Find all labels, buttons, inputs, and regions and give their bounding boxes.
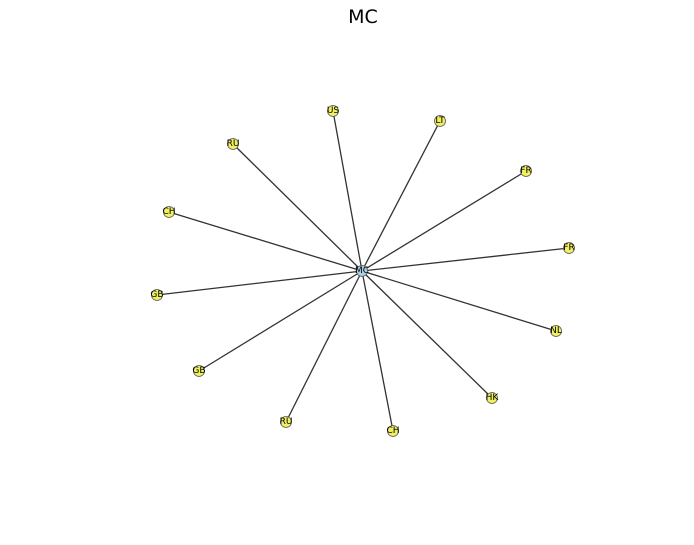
edge-mc-nl-4	[361, 270, 557, 332]
edges-layer	[156, 110, 570, 432]
node-us-0: US	[327, 105, 340, 117]
edge-mc-ch-10	[168, 211, 363, 272]
node-nl-4-label: NL	[550, 326, 562, 336]
edge-mc-fr-3	[361, 247, 570, 272]
node-ch-10-label: CH	[162, 207, 175, 217]
node-ru-7: RU	[280, 416, 293, 428]
node-center-mc-label: MC	[355, 266, 369, 276]
node-us-0-label: US	[327, 106, 340, 116]
node-ch-6-label: CH	[386, 426, 399, 436]
edge-mc-ru-7	[285, 270, 363, 423]
node-fr-2-label: FR	[520, 166, 531, 176]
diagram-title: MC	[348, 6, 378, 28]
node-fr-3-circle	[563, 242, 575, 254]
node-ru-11-circle	[227, 138, 239, 150]
edge-mc-gb-9	[156, 270, 363, 296]
node-ch-10: CH	[162, 206, 176, 218]
node-center-mc: MC	[355, 265, 369, 277]
node-center-mc-circle	[356, 265, 368, 277]
node-lt-1: LT	[434, 115, 446, 127]
edge-mc-gb-8	[198, 270, 363, 372]
node-fr-3-label: FR	[563, 243, 574, 253]
node-us-0-circle	[327, 105, 339, 117]
node-nl-4: NL	[550, 325, 562, 337]
node-ru-7-circle	[280, 416, 292, 428]
node-gb-9: GB	[150, 289, 164, 301]
node-ru-11-label: RU	[227, 139, 240, 149]
nodes-layer: US LT FR FR NL HK CH RU GB GB CH RU MC	[150, 105, 575, 437]
edge-mc-hk-5	[361, 270, 493, 399]
node-ch-6-circle	[387, 425, 399, 437]
node-hk-5-label: HK	[486, 393, 500, 403]
edge-mc-fr-2	[361, 170, 527, 272]
edge-mc-ch-6	[361, 270, 394, 432]
edge-mc-us-0	[332, 110, 363, 272]
node-ch-6: CH	[386, 425, 400, 437]
node-ch-10-circle	[163, 206, 175, 218]
node-ru-7-label: RU	[280, 417, 293, 427]
node-fr-2-circle	[520, 165, 532, 177]
node-ru-11: RU	[227, 138, 240, 150]
node-fr-3: FR	[563, 242, 575, 254]
node-gb-9-circle	[151, 289, 163, 301]
node-gb-8: GB	[192, 365, 206, 377]
node-hk-5-circle	[486, 392, 498, 404]
node-fr-2: FR	[520, 165, 532, 177]
node-lt-1-circle	[434, 115, 446, 127]
node-nl-4-circle	[550, 325, 562, 337]
node-gb-8-circle	[193, 365, 205, 377]
edge-mc-lt-1	[361, 120, 441, 272]
node-hk-5: HK	[486, 392, 500, 404]
node-gb-9-label: GB	[150, 290, 163, 300]
node-gb-8-label: GB	[192, 366, 205, 376]
node-lt-1-label: LT	[435, 116, 445, 126]
edge-mc-ru-11	[232, 143, 363, 272]
